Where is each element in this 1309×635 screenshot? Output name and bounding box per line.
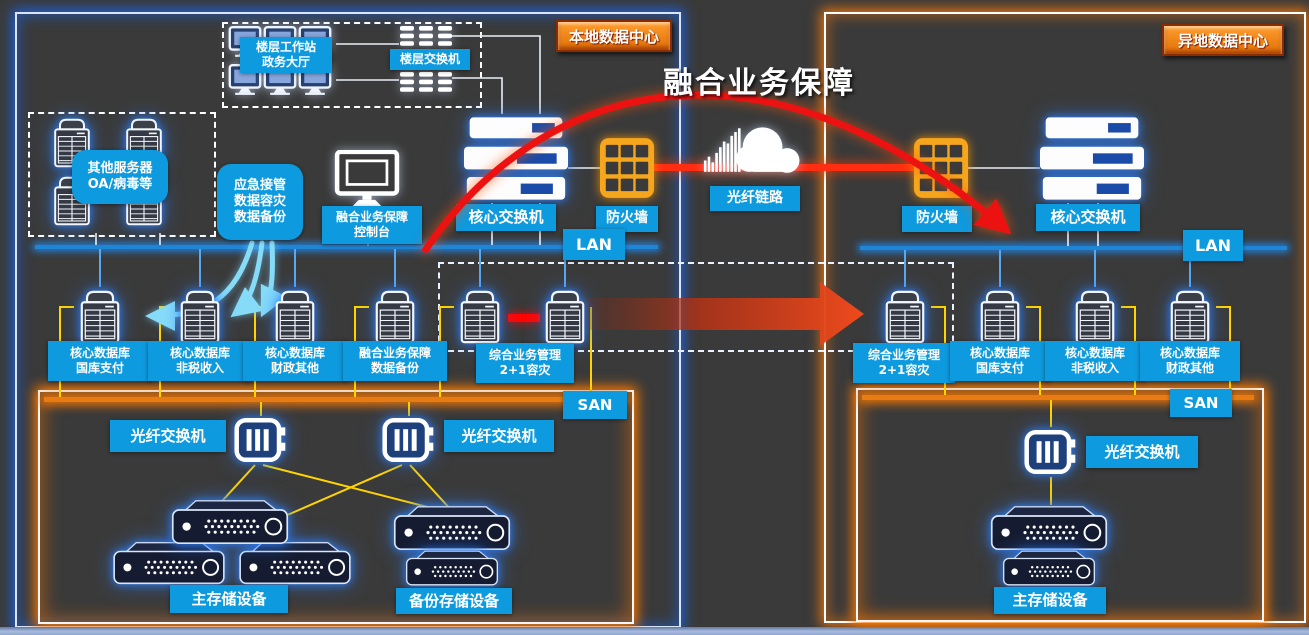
- storage-unit-icon: [107, 540, 231, 586]
- server-icon: [1069, 286, 1121, 348]
- backup-storage-label: 备份存储设备: [396, 588, 512, 614]
- firewall-icon: [600, 138, 654, 198]
- server-icon: [369, 286, 421, 348]
- core-switch-label-local: 核心交换机: [456, 204, 556, 231]
- server-label: 核心数据库 财政其他: [243, 341, 347, 381]
- remote-san-bus: [862, 395, 1254, 400]
- firewall-label-remote: 防火墙: [902, 206, 972, 232]
- fiber-switch-icon: [1024, 428, 1078, 476]
- main-storage-label-remote: 主存储设备: [994, 587, 1106, 614]
- local-lan-bus: [35, 245, 658, 249]
- floor-switch-icon: [400, 26, 452, 46]
- server-label: 核心数据库 财政其他: [1140, 341, 1240, 381]
- floor-switch-label: 楼层交换机: [390, 49, 470, 70]
- fiber-switch-label: 光纤交换机: [444, 420, 554, 452]
- floor-workstation-label: 楼层工作站 政务大厅: [240, 37, 332, 73]
- server-icon: [74, 286, 126, 348]
- disaster-recovery-dashed-box: [438, 262, 954, 352]
- san-label-remote: SAN: [1170, 389, 1232, 417]
- headline-text: 融合业务保障: [663, 66, 855, 101]
- fiber-switch-label: 光纤交换机: [110, 420, 226, 452]
- storage-unit-icon: [986, 504, 1112, 552]
- server-label: 综合业务管理 2+1容灾: [853, 343, 955, 383]
- local-datacenter-badge: 本地数据中心: [556, 20, 672, 52]
- core-switch-icon: [1040, 116, 1144, 202]
- server-icon: [269, 286, 321, 348]
- local-san-box: [38, 390, 634, 624]
- server-label: 融合业务保障 数据备份: [343, 341, 447, 381]
- server-label: 综合业务管理 2+1容灾: [476, 343, 574, 383]
- server-icon: [879, 286, 931, 348]
- fiber-switch-icon: [382, 416, 436, 464]
- remote-datacenter-badge: 异地数据中心: [1162, 24, 1284, 56]
- server-icon: [174, 286, 226, 348]
- remote-san-box: [856, 388, 1264, 622]
- storage-unit-icon: [233, 540, 357, 586]
- main-storage-label-local: 主存储设备: [170, 585, 288, 613]
- server-icon: [1164, 286, 1216, 348]
- fiber-switch-label-remote: 光纤交换机: [1086, 436, 1198, 468]
- storage-unit-icon: [167, 498, 293, 546]
- lan-label-remote: LAN: [1183, 230, 1243, 261]
- console-monitor-icon: [330, 150, 404, 208]
- san-label-local: SAN: [563, 391, 627, 419]
- firewall-icon: [914, 138, 968, 198]
- storage-unit-icon: [391, 549, 513, 587]
- console-label: 融合业务保障 控制台: [322, 206, 422, 244]
- other-servers-label: 其他服务器 OA/病毒等: [72, 150, 168, 204]
- lan-label-local: LAN: [563, 229, 625, 260]
- server-icon: [974, 286, 1026, 348]
- bottom-accent-bar: [0, 627, 1309, 635]
- remote-lan-bus: [860, 246, 1287, 250]
- server-icon: [454, 286, 506, 348]
- storage-unit-icon: [390, 504, 514, 552]
- core-switch-label-remote: 核心交换机: [1036, 204, 1140, 231]
- emergency-takeover-label: 应急接管 数据容灾 数据备份: [217, 164, 303, 240]
- fiber-switch-icon: [234, 416, 288, 464]
- local-san-bus: [44, 397, 626, 402]
- core-switch-icon: [464, 116, 568, 202]
- server-icon: [539, 286, 591, 348]
- floor-switch-icon: [400, 72, 452, 92]
- server-label: 核心数据库 非税收入: [1045, 341, 1145, 381]
- other-servers-dashed-box: [28, 112, 216, 237]
- fiber-link-label: 光纤链路: [710, 186, 800, 211]
- storage-unit-icon: [988, 549, 1110, 587]
- server-label: 核心数据库 非税收入: [148, 341, 252, 381]
- server-label: 核心数据库 国库支付: [48, 341, 152, 381]
- server-label: 核心数据库 国库支付: [950, 341, 1050, 381]
- cloud-fiber-link-icon: [702, 120, 808, 182]
